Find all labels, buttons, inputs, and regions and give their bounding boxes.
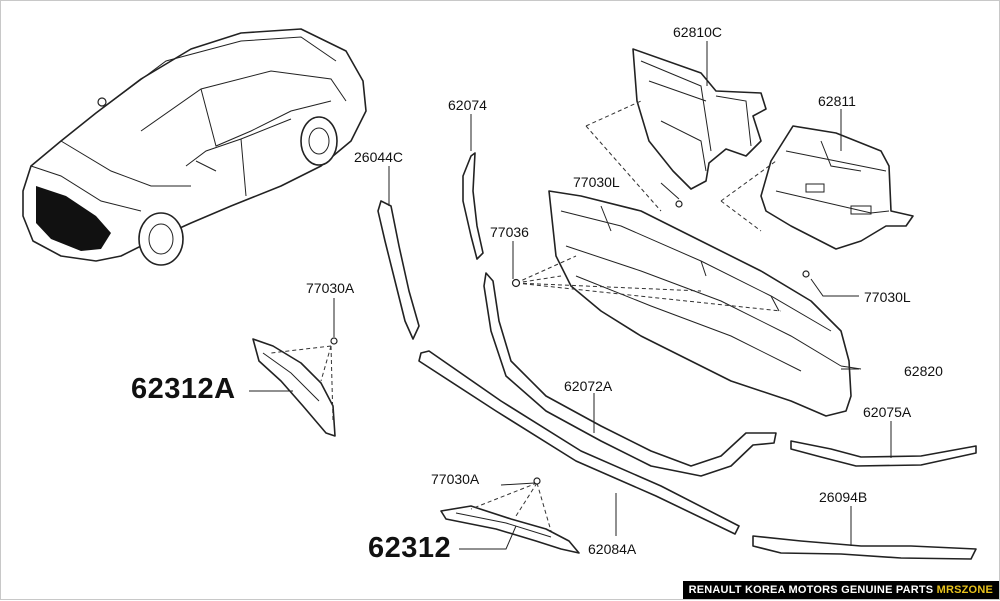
label-62075A: 62075A — [863, 404, 912, 420]
part-62312-shape — [440, 482, 580, 554]
label-77030L-top: 77030L — [573, 174, 620, 190]
label-77036: 77036 — [490, 224, 529, 240]
footer-text: RENAULT KOREA MOTORS GENUINE PARTS — [688, 584, 934, 596]
car-illustration — [22, 28, 367, 266]
label-62312: 62312 — [368, 532, 452, 564]
part-62820-shape — [548, 190, 862, 417]
part-62810C-shape — [632, 48, 767, 190]
leader-lines — [249, 41, 892, 550]
part-62811-shape — [760, 125, 914, 250]
part-62072A-shape — [483, 272, 777, 477]
label-62074: 62074 — [448, 97, 487, 113]
label-62810C: 62810C — [673, 24, 723, 40]
label-77030L-right: 77030L — [864, 289, 911, 305]
footer-brand: MRSZONE — [936, 584, 993, 596]
label-62084A: 62084A — [588, 541, 637, 557]
label-62072A: 62072A — [564, 378, 613, 394]
part-62074-shape — [462, 152, 484, 260]
part-62312A-shape — [252, 338, 336, 437]
part-26094B-shape — [752, 535, 977, 560]
label-62820: 62820 — [904, 363, 943, 379]
part-62075A-shape — [790, 440, 977, 467]
label-26094B: 26094B — [819, 489, 868, 505]
label-62811: 62811 — [818, 93, 856, 109]
part-26044C-shape — [377, 200, 420, 340]
label-77030A-bottom: 77030A — [431, 471, 480, 487]
label-62312A: 62312A — [131, 373, 236, 405]
label-77030A-left: 77030A — [306, 280, 355, 296]
label-26044C: 26044C — [354, 149, 404, 165]
part-62084A-shape — [418, 350, 740, 535]
footer-banner: RENAULT KOREA MOTORS GENUINE PARTS MRSZO… — [682, 581, 999, 599]
fasteners — [330, 200, 810, 485]
